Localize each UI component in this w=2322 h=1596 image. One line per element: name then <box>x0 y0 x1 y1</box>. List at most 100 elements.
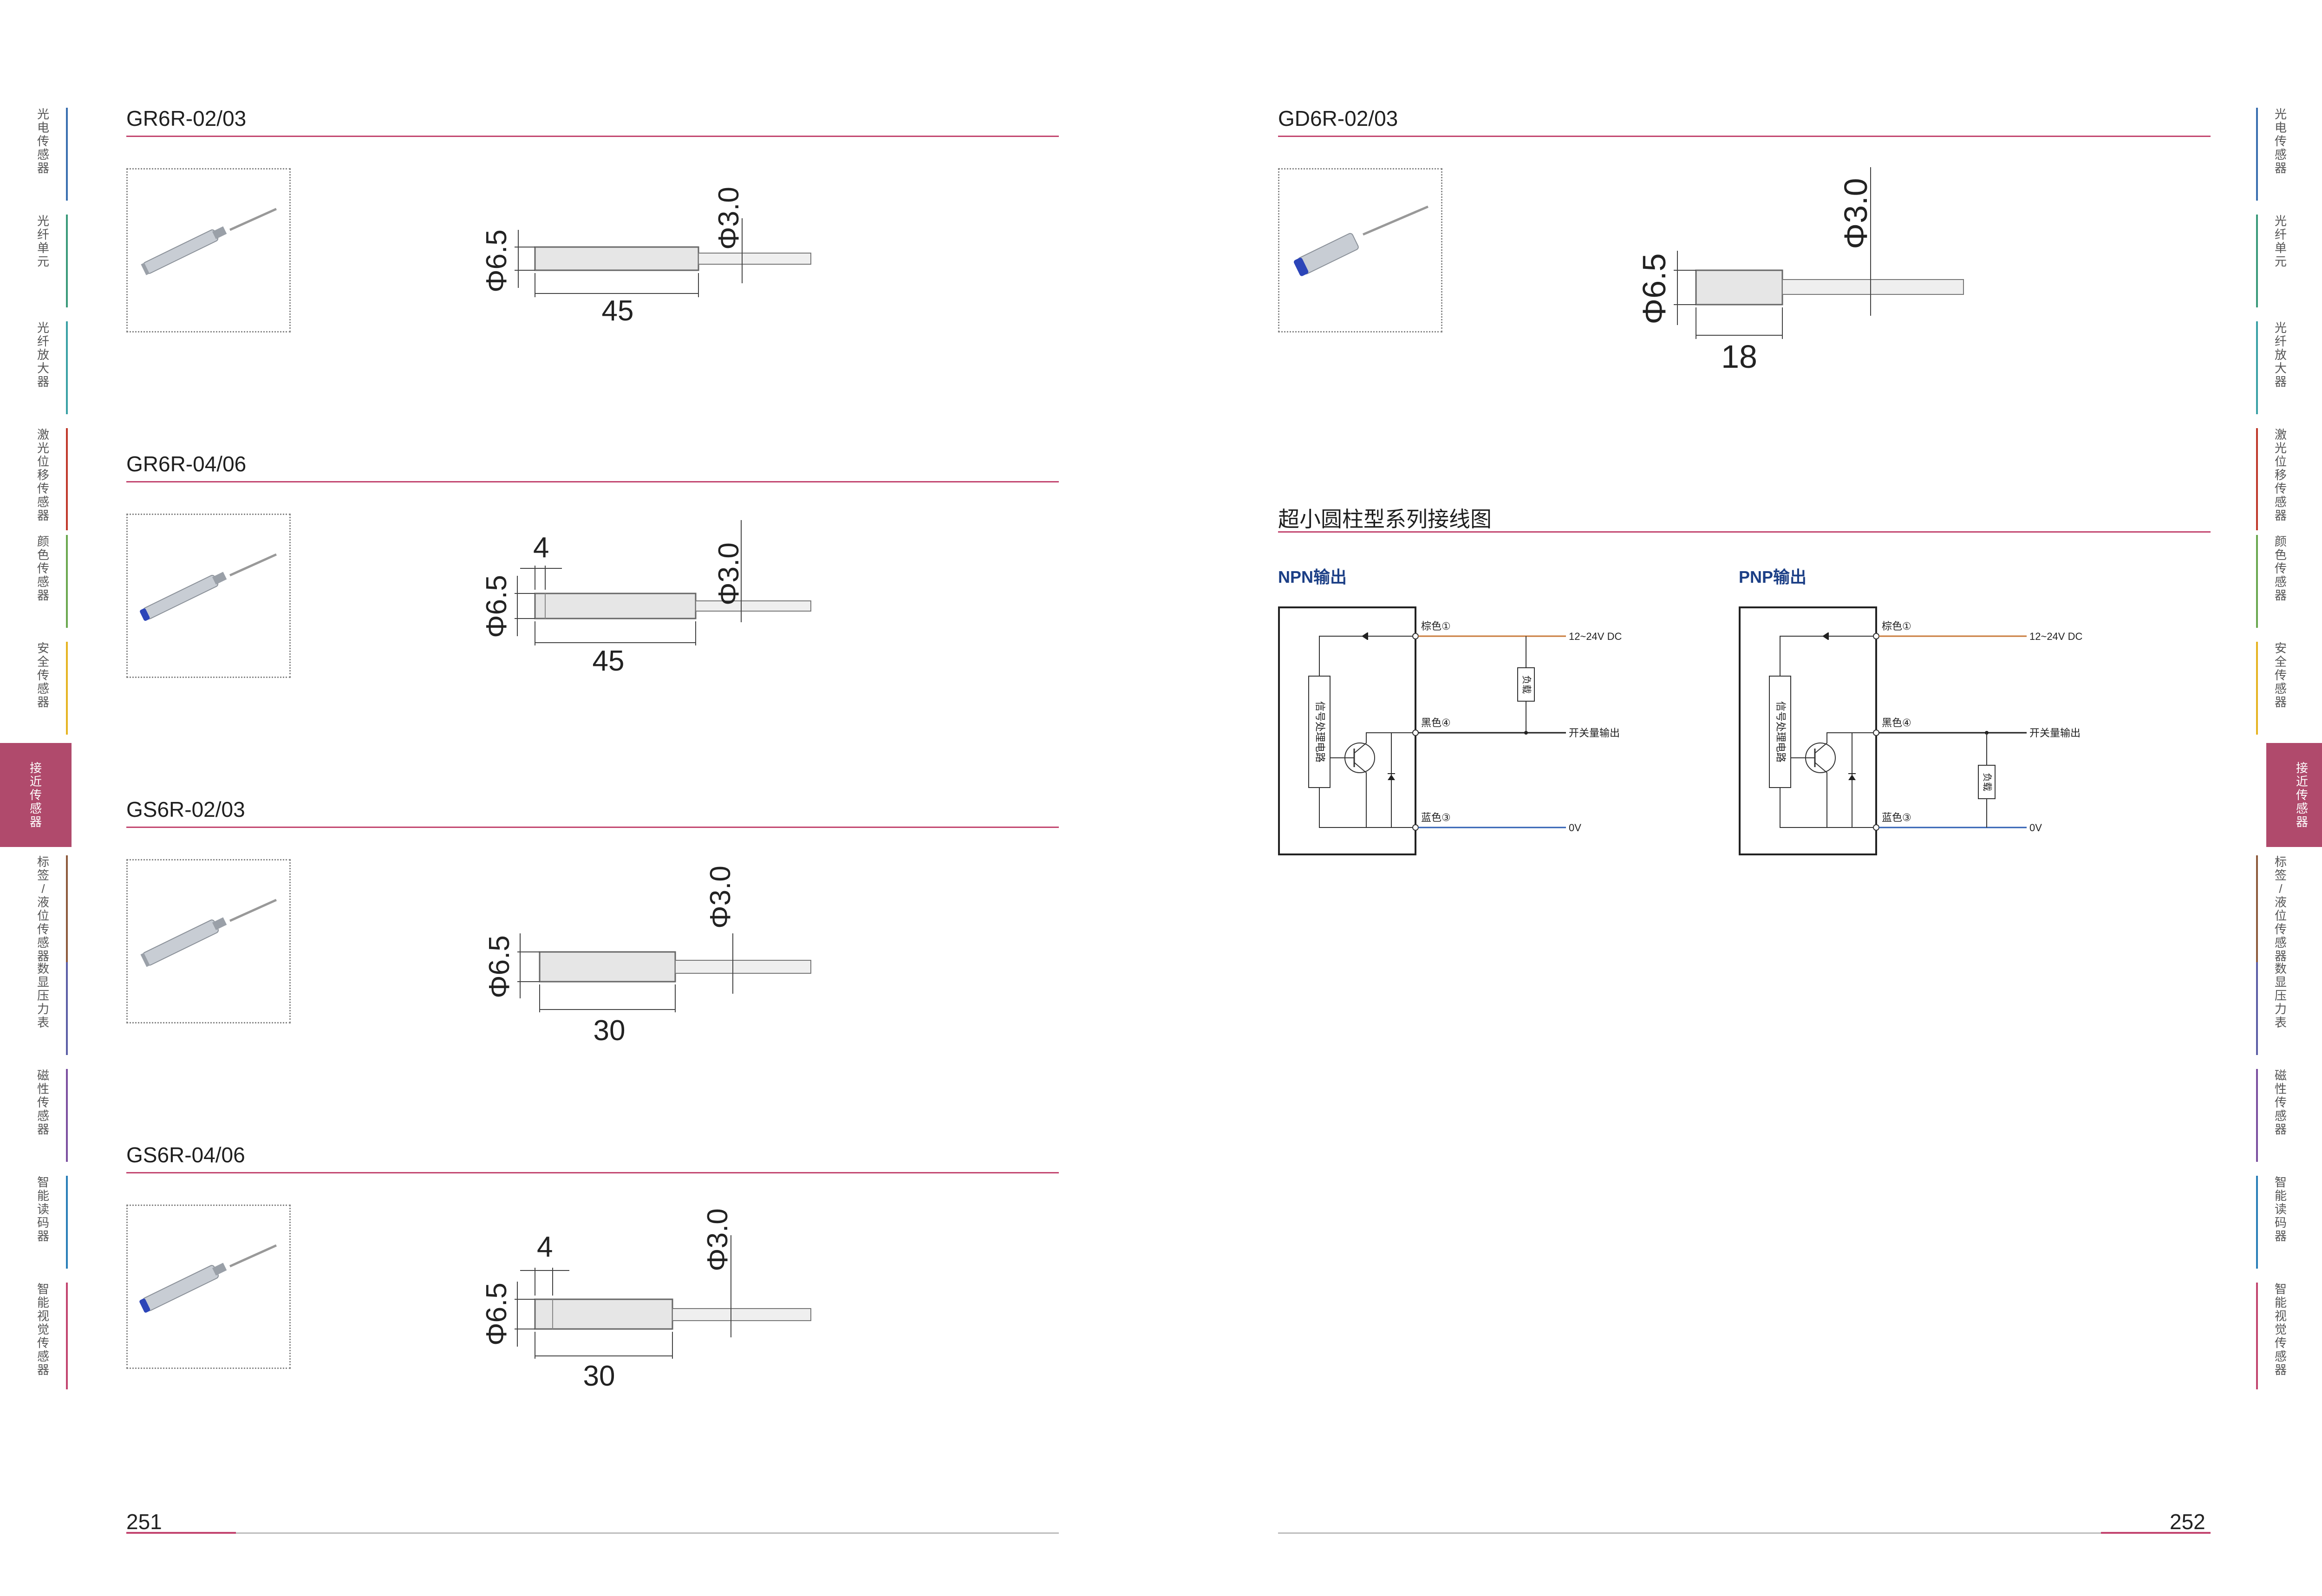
length-label: 45 <box>593 645 625 677</box>
side-tab-indicator <box>66 215 68 307</box>
side-tab-label: 智能读码器 <box>37 1175 49 1243</box>
blue-wire-label: 蓝色③ <box>1421 812 1451 823</box>
side-tab[interactable]: 光纤放大器 <box>2256 321 2295 414</box>
cable-diameter-label: Φ3.0 <box>713 187 745 250</box>
side-tab-indicator <box>66 642 68 735</box>
footer-rule <box>126 1532 1059 1534</box>
side-tab[interactable]: 智能读码器 <box>29 1175 68 1269</box>
supply-label: 12~24V DC <box>1569 631 1622 642</box>
diameter-label: Φ6.5 <box>481 229 513 293</box>
footer-accent <box>2101 1532 2211 1534</box>
side-tab-label: 颜色传感器 <box>37 534 49 602</box>
section-divider <box>126 1172 1059 1173</box>
section-divider <box>126 481 1059 482</box>
step-length-label: 4 <box>533 532 549 564</box>
side-tab-label: 磁性传感器 <box>2274 1068 2287 1136</box>
side-tab[interactable]: 安全传感器 <box>2256 641 2295 735</box>
dimension-drawing: 30 Φ6.5 Φ3.0 <box>483 866 811 1047</box>
side-tab-indicator <box>2256 1069 2258 1162</box>
side-tab[interactable]: 颜色传感器 <box>29 534 68 628</box>
sensor-image <box>1294 205 1428 276</box>
side-tab-label: 标签/液位传感器 <box>2274 855 2287 963</box>
side-tab-indicator <box>2256 215 2258 307</box>
side-tab-label: 磁性传感器 <box>37 1068 49 1136</box>
sensor-image <box>140 899 277 967</box>
product-photo <box>126 168 291 332</box>
diameter-label: Φ6.5 <box>483 935 515 998</box>
side-tab-label: 接近传感器 <box>2296 761 2308 829</box>
zero-volt-label: 0V <box>2029 822 2042 834</box>
step-length-label: 4 <box>537 1231 553 1263</box>
side-tab-label: 激光位移传感器 <box>2274 428 2287 522</box>
side-tab[interactable]: 数显压力表 <box>2256 962 2295 1055</box>
dimension-drawing: 4 30 Φ6.5 Φ3.0 <box>481 1208 811 1392</box>
dimension-drawing: 4 45 Φ6.5 Φ3.0 <box>481 520 811 677</box>
side-tab-indicator <box>2256 321 2258 414</box>
section-title: GS6R-04/06 <box>126 1143 245 1167</box>
side-tab-indicator <box>66 535 68 628</box>
section-divider <box>1278 531 2211 533</box>
product-photo <box>126 1205 291 1369</box>
side-tab-indicator <box>66 428 68 530</box>
dimension-drawing: 45 Φ6.5 Φ3.0 <box>481 187 811 327</box>
side-tab-indicator <box>2256 535 2258 628</box>
side-tab[interactable]: 数显压力表 <box>29 962 68 1055</box>
side-tab[interactable]: 激光位移传感器 <box>29 428 68 530</box>
npn-wiring-diagram: 信号处理电路 负载 棕色① 黑色④ 蓝色③ 12~24V DC 开关量输出 0V <box>1278 606 1622 855</box>
side-tab-label: 智能视觉传感器 <box>37 1282 49 1377</box>
footer-accent <box>126 1532 236 1534</box>
diameter-label: Φ6.5 <box>481 1283 513 1346</box>
pnp-wiring-diagram: 信号处理电路 负载 棕色① 黑色④ 蓝色③ 12~24V DC 开关量输出 0V <box>1739 606 2082 855</box>
side-tab-indicator <box>66 1176 68 1269</box>
page-number: 252 <box>2170 1510 2205 1534</box>
footer-rule <box>1278 1532 2211 1534</box>
cable-diameter-label: Φ3.0 <box>713 542 745 606</box>
section-title: GS6R-02/03 <box>126 797 245 821</box>
pnp-title: PNP输出 <box>1739 567 1807 586</box>
side-tab-label: 光纤放大器 <box>2274 321 2287 389</box>
side-tab-indicator <box>66 1069 68 1162</box>
side-tab-label: 光电传感器 <box>37 107 49 175</box>
side-tab-indicator <box>2256 1176 2258 1269</box>
side-tab[interactable]: 标签/液位传感器 <box>29 855 68 963</box>
brown-wire-label: 棕色① <box>1882 620 1911 632</box>
side-tab-label: 光纤放大器 <box>37 321 49 389</box>
side-tab[interactable]: 激光位移传感器 <box>2256 428 2295 530</box>
side-tab[interactable]: 光纤单元 <box>29 215 68 307</box>
diameter-label: Φ6.5 <box>481 575 513 638</box>
side-tab[interactable]: 接近传感器 <box>2266 743 2322 847</box>
brown-wire-label: 棕色① <box>1421 620 1451 632</box>
side-tab[interactable]: 光纤单元 <box>2256 214 2295 307</box>
diameter-label: Φ6.5 <box>1636 253 1672 324</box>
section-title: GR6R-02/03 <box>126 106 247 130</box>
product-photo <box>126 859 291 1023</box>
side-tab[interactable]: 光纤放大器 <box>29 321 68 414</box>
side-tab-label: 激光位移传感器 <box>37 428 49 522</box>
length-label: 30 <box>583 1360 615 1392</box>
side-tab[interactable]: 颜色传感器 <box>2256 534 2295 628</box>
side-tab[interactable]: 智能视觉传感器 <box>29 1282 68 1389</box>
black-wire-label: 黑色④ <box>1882 717 1911 729</box>
side-tab-label: 标签/液位传感器 <box>37 855 49 963</box>
side-tab[interactable]: 智能视觉传感器 <box>2256 1283 2295 1389</box>
section-title: GR6R-04/06 <box>126 452 247 476</box>
side-tab[interactable]: 接近传感器 <box>0 743 72 847</box>
side-tab[interactable]: 安全传感器 <box>29 642 68 735</box>
npn-title: NPN输出 <box>1278 567 1347 586</box>
length-label: 30 <box>594 1015 626 1047</box>
cable-diameter-label: Φ3.0 <box>702 1208 734 1271</box>
side-tab[interactable]: 磁性传感器 <box>2256 1068 2295 1162</box>
dimension-drawing: 18 Φ6.5 Φ3.0 <box>1636 167 1964 375</box>
side-tab-label: 安全传感器 <box>2274 641 2287 709</box>
supply-label: 12~24V DC <box>2029 631 2082 642</box>
side-tab[interactable]: 磁性传感器 <box>29 1068 68 1162</box>
side-tab[interactable]: 光电传感器 <box>2256 108 2295 201</box>
side-tab-label: 颜色传感器 <box>2274 534 2287 602</box>
side-tab-label: 光纤单元 <box>2274 214 2287 268</box>
side-tab-indicator <box>2256 962 2258 1055</box>
section-divider <box>126 827 1059 828</box>
side-tab-indicator <box>2256 855 2258 962</box>
side-tab[interactable]: 标签/液位传感器 <box>2256 855 2295 963</box>
side-tab[interactable]: 智能读码器 <box>2256 1176 2295 1269</box>
side-tab[interactable]: 光电传感器 <box>29 107 68 201</box>
